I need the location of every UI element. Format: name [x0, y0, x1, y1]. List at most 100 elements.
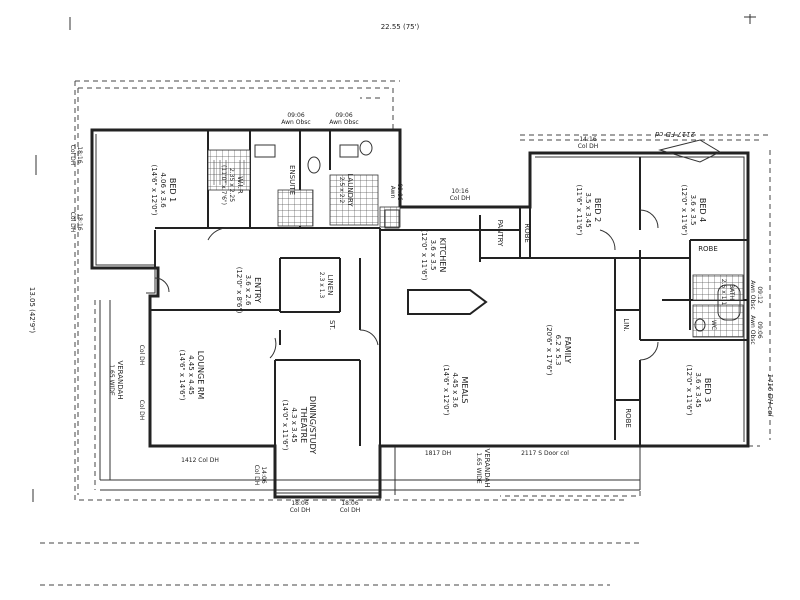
overall-dimension: 22.55 (75')	[381, 23, 420, 31]
window-code: 18:06	[341, 500, 358, 507]
room-ensuite: ENSUITE	[288, 165, 296, 195]
window-type: Col DH	[340, 507, 361, 514]
room-name: ROBE	[698, 245, 718, 253]
window-code-col1: Col DH	[138, 345, 145, 366]
fixtures	[213, 140, 741, 332]
room-size: 4.3 x 3.45	[290, 407, 298, 442]
window-code: 18:06	[291, 500, 308, 507]
side-dimension: 13.05 (42'9")	[28, 287, 36, 334]
room-name: BED 1	[168, 178, 177, 202]
svg-text:Col DH: Col DH	[253, 465, 260, 486]
stove-icon	[384, 209, 400, 229]
window-code: 09:06	[335, 112, 352, 119]
svg-text:14:06: 14:06	[260, 466, 267, 483]
window-code: 10:16	[451, 188, 468, 195]
verandah-width: 1.65 WIDE	[475, 452, 482, 484]
room-imperial: (20'6" x 17'6")	[545, 324, 553, 375]
window-type: Awn Obsc	[329, 119, 358, 126]
window-type: Col DH	[578, 143, 599, 150]
window-code: 2117 S Door col	[521, 450, 569, 457]
room-dining: DINING/STUDY THEATRE 4.3 x 3.45 (14'0" x…	[281, 396, 317, 454]
corner-marks	[32, 14, 756, 502]
room-st: ST.	[328, 320, 336, 330]
svg-text:1416 DH col: 1416 DH col	[766, 374, 774, 417]
room-name: BATH	[728, 284, 735, 300]
svg-text:09:06: 09:06	[756, 321, 763, 338]
room-size: 6.2 x 5.3	[554, 335, 562, 366]
window-code-col2: Col DH	[138, 400, 145, 421]
svg-text:Awn: Awn	[389, 186, 396, 199]
verandah-width: 1.65 WIDE	[108, 364, 115, 396]
robe-hatching	[213, 160, 245, 185]
room-imperial: (14'0" x 11'6")	[281, 399, 289, 450]
kitchen-island	[407, 289, 488, 315]
room-bed2: BED 2 3.5 x 3.45 (11'6" x 11'6")	[575, 184, 602, 235]
handwritten-note-top: 2117 FD cd	[654, 130, 695, 138]
bath-tub-icon	[717, 284, 741, 321]
window-code-1406: 14:06 Col DH	[253, 465, 267, 486]
window-labels: 09:06 Awn Obsc 09:06 Awn Obsc 14:16 Col …	[181, 112, 598, 514]
window-code-0906c: 09:06 Awn	[389, 183, 403, 200]
room-imperial: (12'0" x 11'6")	[680, 184, 688, 235]
room-size: 3.6 x 3.5	[429, 240, 437, 271]
room-meals: MEALS 4.45 x 3.6 (14'6" x 12'0")	[442, 364, 469, 415]
verandah-name: VERANDAH	[116, 360, 124, 399]
room-size: 3.6 x 2.6	[244, 275, 252, 306]
room-size: 4.45 x 3.6	[451, 372, 459, 408]
room-name: ROBE	[523, 223, 531, 243]
laundry-tub-icon	[339, 144, 359, 158]
toilet-wc-icon	[694, 318, 706, 332]
window-code-left2: 18:16 Col DH	[69, 212, 83, 233]
room-imperial: (12'0" x 11'6")	[420, 229, 428, 280]
room-lin: LIN.	[622, 318, 630, 331]
room-name: MEALS	[460, 377, 469, 404]
room-imperial: (14'6" x 12'0")	[442, 364, 450, 415]
window-type: Col DH	[290, 507, 311, 514]
room-bed3: BED 3 3.6 x 3.45 (12'0" x 11'6")	[685, 364, 712, 415]
room-name: BED 2	[593, 198, 602, 222]
room-pantry: PANTRY	[496, 220, 504, 247]
window-type: Col DH	[450, 195, 471, 202]
svg-text:Col DH: Col DH	[138, 345, 145, 366]
room-imperial: (12'0" x 11'6")	[685, 364, 693, 415]
window-code-left1: 18:16 Col DH	[69, 145, 83, 166]
svg-text:18:16: 18:16	[76, 213, 83, 230]
verandah-name: VERANDAH	[483, 448, 491, 487]
room-size: 3.6 x 3.45	[694, 372, 702, 407]
vanity-icon	[254, 144, 276, 158]
window-code: 1412 Col DH	[181, 457, 219, 464]
room-name-2: THEATRE	[299, 406, 308, 443]
room-linen: LINEN 2.3 x 1.3	[318, 272, 334, 299]
handwritten-note-right: 1416 DH col	[766, 374, 774, 417]
room-name: ROBE	[624, 408, 632, 428]
room-size: 2.5 x 2.2	[338, 177, 345, 204]
hand-drawn-arrow-icon	[658, 139, 722, 163]
window-code-0912: 09:12 Awn Obsc	[749, 280, 763, 309]
room-name: LIN.	[622, 318, 630, 331]
room-name: WC	[710, 320, 717, 330]
room-name: KITCHEN	[438, 238, 447, 273]
window-type: Awn Obsc	[281, 119, 310, 126]
room-wc: WC	[710, 320, 717, 330]
room-wir: W.I.R 2.35 x 2.25 (11'0" x 7'6")	[220, 165, 244, 205]
room-imperial: (14'6" x 12'0")	[150, 164, 158, 215]
room-name: DINING/STUDY	[308, 396, 317, 454]
room-size: 2.5 x 1.1	[720, 279, 727, 306]
room-name: ENTRY	[253, 277, 262, 303]
window-code-0906r: 09:06 Awn Obsc	[749, 315, 763, 344]
verandah-bottom: VERANDAH 1.65 WIDE	[475, 448, 491, 487]
room-kitchen: KITCHEN 3.6 x 3.5 (12'0" x 11'6")	[420, 229, 447, 280]
room-imperial: (11'6" x 11'6")	[575, 184, 583, 235]
verandah-left: VERANDAH 1.65 WIDE	[108, 360, 124, 399]
svg-text:09:06: 09:06	[396, 183, 403, 200]
door-swings	[154, 209, 659, 361]
svg-text:Col DH: Col DH	[69, 145, 76, 166]
room-name: LOUNGE RM	[196, 351, 205, 400]
svg-text:Col DH: Col DH	[69, 212, 76, 233]
window-code: 1817 DH	[425, 450, 451, 457]
room-robe-1: ROBE	[523, 223, 531, 243]
room-name: LAUNDRY	[346, 173, 354, 207]
room-robe-2: ROBE	[698, 245, 718, 253]
svg-text:Col DH: Col DH	[138, 400, 145, 421]
